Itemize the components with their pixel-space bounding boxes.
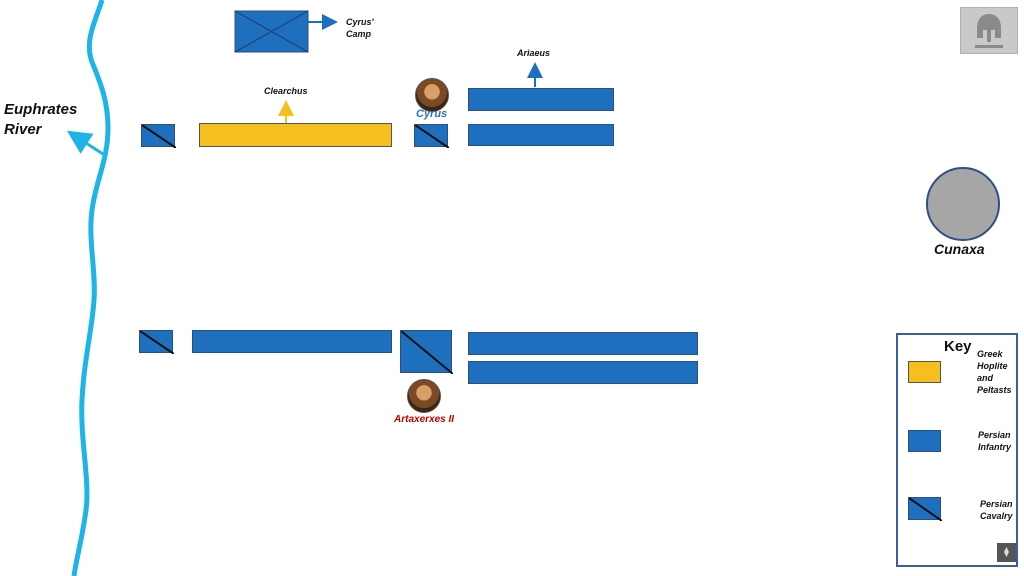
clearchus-greek-hoplites: [199, 123, 392, 147]
cyrus-left-cavalry: [141, 124, 176, 148]
camp-label: Cyrus' Camp: [346, 16, 374, 40]
artaxerxes-label: Artaxerxes II: [394, 414, 455, 425]
clearchus-label: Clearchus: [264, 86, 308, 96]
artaxerxes-infantry-right-1: [468, 332, 698, 355]
key-cavalry-swatch: [908, 497, 942, 521]
key-greek-line4: Peltasts: [977, 385, 1012, 395]
camp-label-line1: Cyrus': [346, 17, 374, 27]
euphrates-river: [71, 0, 111, 576]
artaxerxes-cavalry: [400, 330, 453, 374]
key-infantry-swatch: [908, 430, 941, 452]
artaxerxes-portrait-icon: [407, 379, 441, 413]
artaxerxes-left-cavalry: [139, 330, 174, 354]
key-infantry-line1: Persian: [978, 430, 1011, 440]
cyrus-cavalry: [414, 124, 449, 148]
key-greek-label: Greek Hoplite and Peltasts: [977, 348, 1012, 396]
corner-logo-icon: [997, 543, 1016, 562]
cyrus-portrait-icon: [415, 78, 449, 112]
camp-label-line2: Camp: [346, 29, 372, 39]
key-infantry-line2: Infantry: [978, 442, 1012, 452]
cyrus-label: Cyrus: [416, 108, 448, 120]
river-label-line1: Euphrates: [4, 101, 78, 118]
key-greek-line1: Greek: [977, 349, 1003, 359]
ariaeus-infantry-1: [468, 88, 614, 111]
legend-title: Key: [944, 338, 972, 355]
cunaxa-label: Cunaxa: [934, 241, 985, 257]
river-label: Euphrates River: [4, 100, 77, 140]
key-greek-line3: and: [977, 373, 994, 383]
river-label-arrow: [66, 130, 107, 158]
key-cavalry-line2: Cavalry: [980, 511, 1013, 521]
key-infantry-label: Persian Infantry: [978, 429, 1011, 453]
artaxerxes-infantry-left: [192, 330, 392, 353]
history-war-logo: [960, 7, 1018, 54]
key-cavalry-line1: Persian: [980, 499, 1013, 509]
key-greek-line2: Hoplite: [977, 361, 1008, 371]
river-label-line2: River: [4, 121, 42, 138]
ariaeus-infantry-2: [468, 124, 614, 146]
ariaeus-label: Ariaeus: [517, 48, 551, 58]
cunaxa-city: [926, 167, 1000, 241]
artaxerxes-infantry-right-2: [468, 361, 698, 384]
key-cavalry-label: Persian Cavalry: [980, 498, 1013, 522]
key-greek-swatch: [908, 361, 941, 383]
